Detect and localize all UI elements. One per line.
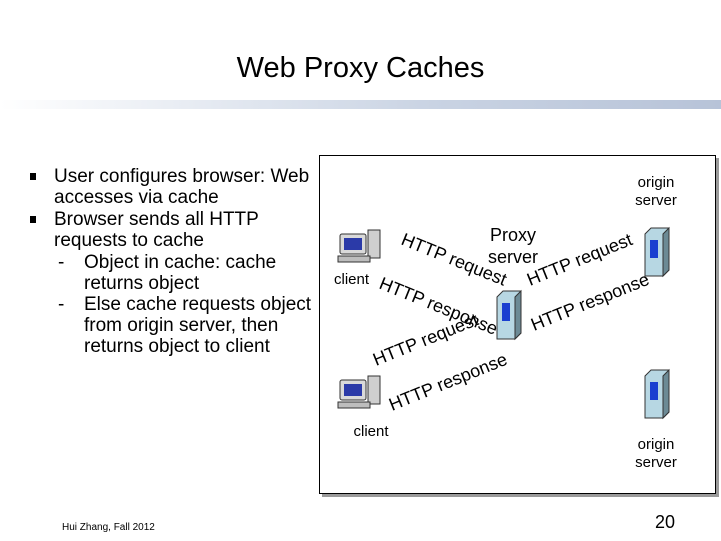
footer-author: Hui Zhang, Fall 2012 [62, 522, 155, 533]
bullet-text: User configures browser: Web accesses vi… [54, 166, 310, 208]
slide-title: Web Proxy Caches [236, 52, 485, 84]
diagram-canvas: HTTP request HTTP response HTTP request … [337, 226, 670, 420]
origin-server-top-label: origin server [635, 174, 677, 209]
client-top-label: client [334, 271, 370, 288]
sub-bullet-text: Else cache requests object from origin s… [84, 294, 312, 357]
client-computer-icon [337, 229, 381, 263]
sub-bullet-text: Object in cache: cache returns object [84, 252, 277, 294]
proxy-diagram: HTTP request HTTP response HTTP request … [319, 155, 716, 494]
sub-bullet-item: - Else cache requests object from origin… [28, 294, 328, 357]
client-bottom-request-label: HTTP request [370, 309, 481, 369]
sub-bullet-item: - Object in cache: cache returns object [28, 252, 328, 294]
bullet-item: User configures browser: Web accesses vi… [28, 166, 328, 208]
bullet-marker [30, 216, 36, 223]
origin-server-icon [644, 368, 670, 420]
bullet-text: Browser sends all HTTP requests to cache [54, 209, 259, 251]
proxy-server-icon [496, 289, 522, 341]
client-bottom-label: client [353, 423, 389, 440]
dash-marker: - [58, 252, 65, 273]
origin-server-icon [644, 226, 670, 278]
bullet-marker [30, 173, 36, 180]
bullet-item: Browser sends all HTTP requests to cache [28, 209, 328, 251]
client-bottom-response-label: HTTP response [386, 349, 510, 415]
dash-marker: - [58, 294, 65, 315]
title-divider [0, 100, 721, 109]
client-computer-icon [337, 375, 381, 409]
page-number: 20 [655, 512, 676, 532]
proxy-server-label: Proxy server [487, 225, 538, 267]
bullet-list: User configures browser: Web accesses vi… [28, 166, 328, 357]
origin-server-bottom-label: origin server [635, 436, 677, 471]
